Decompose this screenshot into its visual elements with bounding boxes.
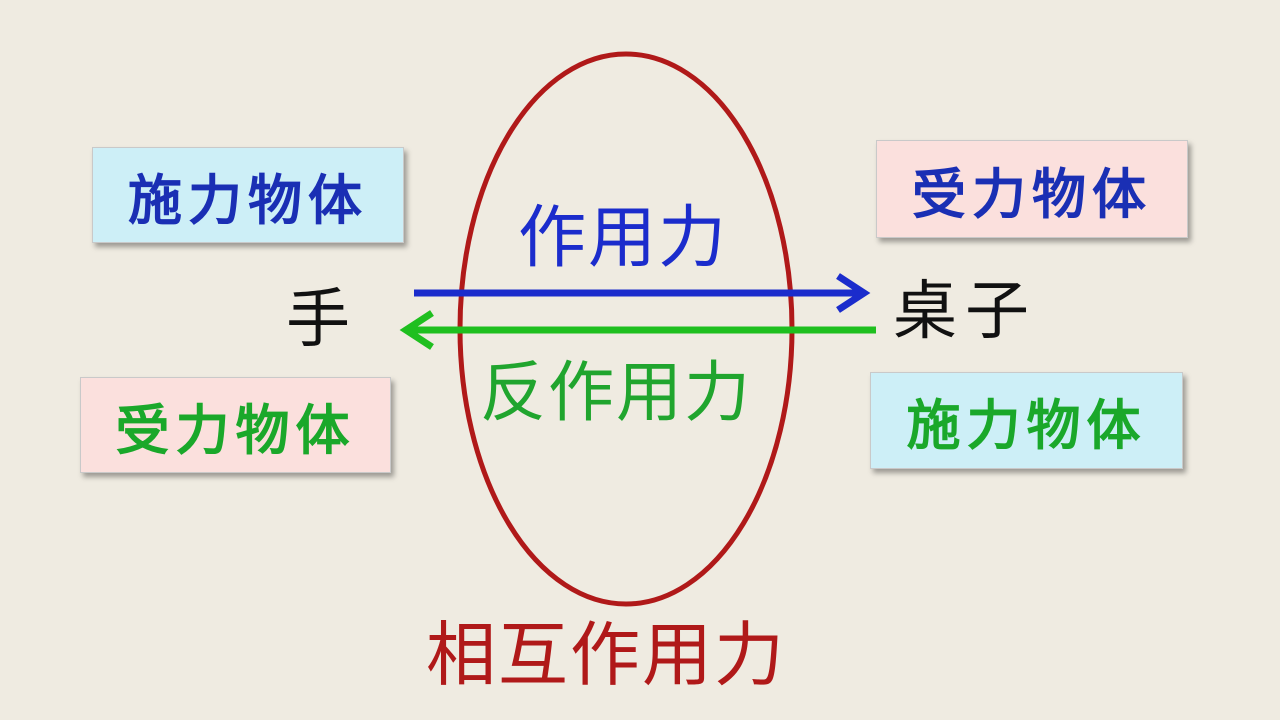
mutual-force-label: 相互作用力 bbox=[426, 614, 786, 696]
right-top-box: 受力物体 bbox=[876, 140, 1188, 238]
table-label: 桌子 bbox=[893, 275, 1037, 349]
reaction-force-label: 反作用力 bbox=[480, 354, 752, 431]
left-bottom-box-label: 受力物体 bbox=[115, 397, 356, 462]
right-top-box-label: 受力物体 bbox=[912, 161, 1152, 226]
action-force-arrow bbox=[414, 273, 871, 313]
left-bottom-box: 受力物体 bbox=[80, 377, 391, 473]
reaction-force-arrow bbox=[399, 310, 876, 350]
right-bottom-box-label: 施力物体 bbox=[906, 393, 1147, 457]
hand-label: 手 bbox=[286, 283, 350, 357]
action-force-label: 作用力 bbox=[518, 199, 729, 278]
left-top-box-label: 施力物体 bbox=[128, 167, 368, 232]
right-bottom-box: 施力物体 bbox=[870, 372, 1183, 469]
left-top-box: 施力物体 bbox=[92, 147, 404, 243]
